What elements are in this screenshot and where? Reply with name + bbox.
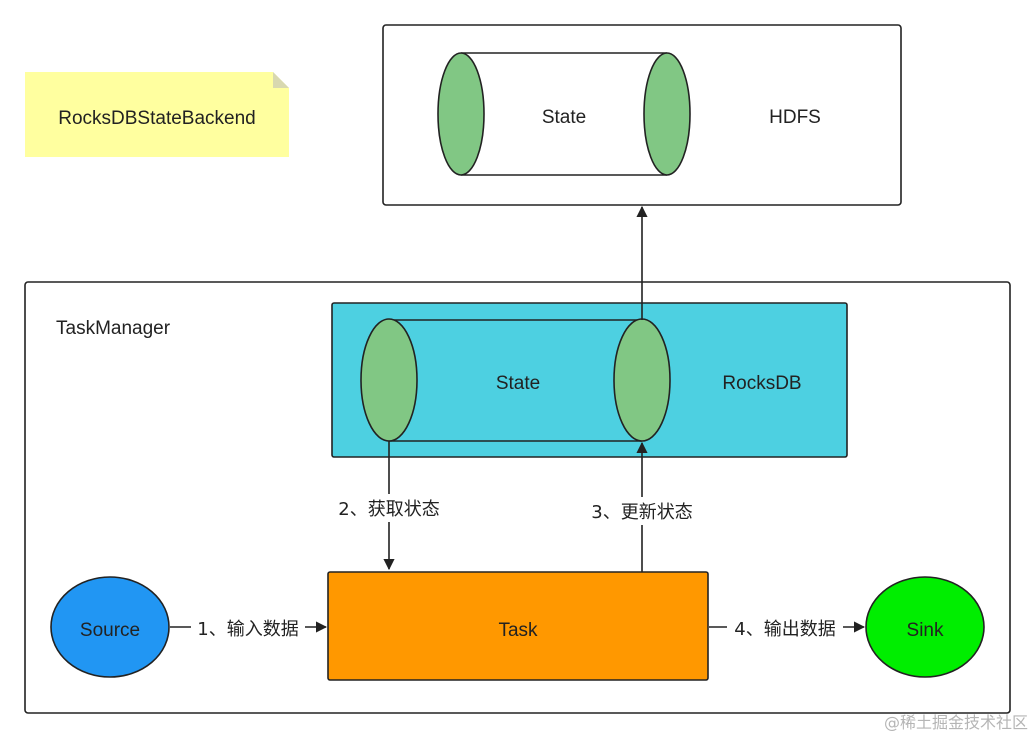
rocksdb-state-cylinder: State	[360, 318, 671, 442]
sink-node: Sink	[865, 576, 985, 678]
rocksdb-label: RocksDB	[722, 373, 801, 394]
rocksdb-box: State RocksDB	[331, 302, 848, 458]
cylinder-end-left	[360, 318, 418, 442]
cylinder-end-left	[437, 52, 485, 176]
hdfs-label: HDFS	[769, 107, 821, 128]
note-label: RocksDBStateBackend	[58, 108, 256, 129]
hdfs-state-label: State	[542, 107, 586, 128]
output-label: 4、输出数据	[734, 619, 835, 640]
hdfs-state-cylinder: State	[437, 52, 691, 176]
task-label: Task	[498, 620, 538, 641]
hdfs-box: State HDFS	[382, 24, 902, 206]
cylinder-end-right	[613, 318, 671, 442]
rocksdbstatebackend-note: RocksDBStateBackend	[25, 72, 289, 157]
output-label-bg	[727, 614, 843, 642]
source-label: Source	[80, 620, 140, 641]
taskmanager-label: TaskManager	[56, 318, 171, 339]
source-node: Source	[50, 576, 170, 678]
watermark: @稀土掘金技术社区	[884, 713, 1028, 732]
update-state-label: 3、更新状态	[591, 502, 692, 523]
input-label: 1、输入数据	[197, 619, 298, 640]
get-state-label: 2、获取状态	[338, 499, 439, 520]
task-node: Task	[327, 571, 709, 681]
input-label-bg	[191, 614, 305, 642]
cylinder-end-right	[643, 52, 691, 176]
get-state-label-bg	[330, 494, 448, 522]
sink-label: Sink	[907, 620, 944, 641]
update-state-label-bg	[583, 497, 701, 525]
rocksdb-state-label: State	[496, 373, 540, 394]
